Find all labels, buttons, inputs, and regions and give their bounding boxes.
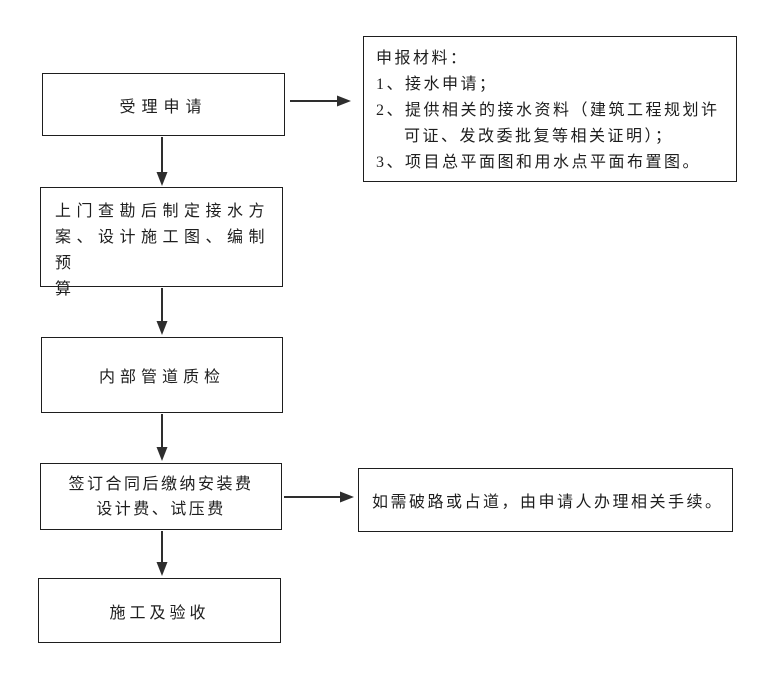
flow-step-survey-design: 上门查勘后制定接水方 案、设计施工图、编制预 算: [40, 187, 283, 298]
step-line: 设计费、试压费: [96, 500, 226, 518]
annotation-road-work-note: 如需破路或占道，由申请人办理相关手续。: [358, 468, 733, 532]
materials-item-2: 2、提供相关的接水资料（建筑工程规划许: [376, 102, 720, 119]
arrow-contract-to-construction: [156, 531, 168, 576]
note-label: 如需破路或占道，由申请人办理相关手续。: [372, 494, 724, 511]
arrow-accept-to-survey: [156, 137, 168, 186]
materials-item-2-continued: 可证、发改委批复等相关证明）；: [404, 128, 674, 145]
annotation-application-materials: 申报材料： 1、接水申请； 2、提供相关的接水资料（建筑工程规划许 可证、发改委…: [363, 36, 737, 182]
step-line: 案、设计施工图、编制预: [55, 229, 271, 272]
arrow-accept-to-materials: [290, 95, 351, 107]
step-line: 算: [55, 281, 77, 298]
flow-step-construction-acceptance: 施工及验收: [38, 578, 281, 643]
flow-step-sign-contract-pay-fees: 签订合同后缴纳安装费 设计费、试压费: [40, 463, 282, 530]
flow-step-internal-pipeline-inspection: 内部管道质检: [41, 337, 283, 413]
step-line: 上门查勘后制定接水方: [55, 203, 271, 220]
arrow-contract-to-roadnote: [284, 491, 354, 503]
step-line: 签订合同后缴纳安装费: [68, 475, 254, 493]
arrow-inspection-to-contract: [156, 414, 168, 461]
materials-item-3: 3、项目总平面图和用水点平面布置图。: [376, 154, 702, 171]
step-label: 受理申请: [119, 98, 208, 116]
flow-step-accept-application: 受理申请: [42, 73, 285, 136]
step-label: 施工及验收: [109, 604, 210, 622]
step-label: 内部管道质检: [98, 369, 225, 386]
materials-title: 申报材料：: [376, 50, 469, 67]
arrow-survey-to-inspection: [156, 288, 168, 335]
materials-item-1: 1、接水申请；: [376, 76, 498, 93]
